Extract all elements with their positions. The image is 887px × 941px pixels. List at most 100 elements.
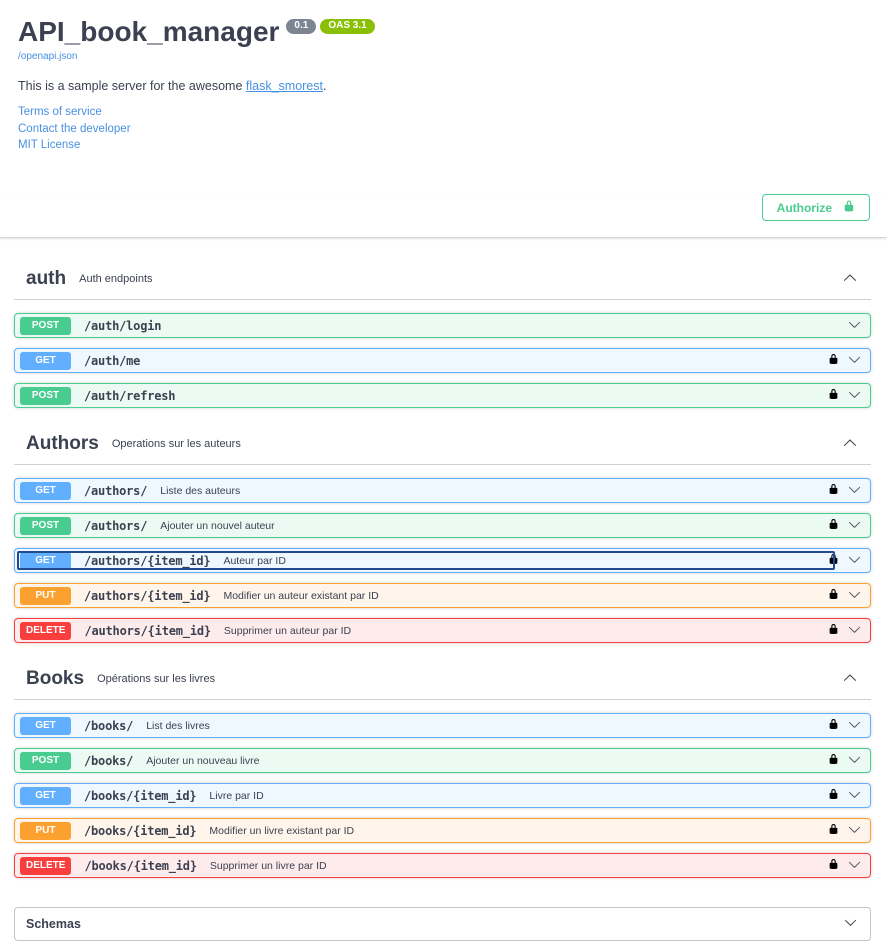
chevron-down-icon [848, 388, 861, 404]
auth-lock-button[interactable] [828, 822, 839, 839]
operation-row[interactable]: PUT /books/{item_id} Modifier un livre e… [14, 818, 871, 843]
section-description: Auth endpoints [79, 273, 153, 285]
schemas-section[interactable]: Schemas [14, 907, 871, 941]
expand-operation-button[interactable] [848, 858, 861, 874]
operation-row[interactable]: PUT /authors/{item_id} Modifier un auteu… [14, 583, 871, 608]
license-link[interactable]: MIT License [18, 139, 81, 151]
section-operations: GET /books/ List des livres POST /books/… [14, 713, 871, 878]
section-operations: GET /authors/ Liste des auteurs POST /au… [14, 478, 871, 643]
operation-path: /authors/{item_id} [84, 623, 211, 638]
operation-path: /books/ [84, 753, 134, 768]
operation-row[interactable]: POST /auth/refresh [14, 383, 871, 408]
section-operations: POST /auth/login GET /auth/me [14, 313, 871, 408]
operation-row[interactable]: DELETE /books/{item_id} Supprimer un liv… [14, 853, 871, 878]
unlocked-lock-icon [843, 199, 855, 216]
method-badge: GET [20, 351, 71, 370]
authorize-button[interactable]: Authorize [761, 194, 870, 221]
description-text: This is a sample server for the awesome [18, 79, 246, 93]
expand-operation-button[interactable] [848, 553, 861, 569]
operation-controls [828, 517, 861, 534]
method-badge: GET [20, 786, 71, 805]
chevron-down-icon [848, 588, 861, 604]
operation-summary: Liste des auteurs [160, 484, 241, 497]
flask-smorest-link[interactable]: flask_smorest [245, 79, 323, 93]
operation-path: /books/{item_id} [84, 823, 197, 838]
api-section-books: Books Opérations sur les livres GET /boo… [14, 662, 871, 878]
operation-summary: Modifier un auteur existant par ID [223, 589, 379, 602]
operation-row[interactable]: GET /authors/{item_id} Auteur par ID [14, 548, 871, 573]
openapi-spec-link[interactable]: /openapi.json [18, 51, 78, 62]
operation-controls [828, 482, 861, 499]
section-header[interactable]: Authors Operations sur les auteurs [14, 427, 871, 465]
operation-path: /authors/ [84, 518, 148, 533]
chevron-up-icon [843, 671, 857, 688]
operation-path: /books/{item_id} [84, 858, 197, 873]
section-title: auth [26, 268, 67, 289]
operation-row[interactable]: GET /auth/me [14, 348, 871, 373]
expand-operation-button[interactable] [848, 588, 861, 604]
expand-operation-button[interactable] [848, 353, 861, 369]
expand-operation-button[interactable] [848, 718, 861, 734]
expand-operation-button[interactable] [848, 788, 861, 804]
expand-operation-button[interactable] [848, 753, 861, 769]
collapse-section-button[interactable] [841, 269, 859, 290]
section-description: Opérations sur les livres [97, 673, 216, 685]
expand-operation-button[interactable] [848, 318, 861, 334]
method-badge: PUT [20, 821, 71, 840]
section-title: Authors [26, 433, 99, 454]
operation-row[interactable]: POST /authors/ Ajouter un nouvel auteur [14, 513, 871, 538]
auth-lock-button[interactable] [828, 787, 839, 804]
lock-icon [828, 387, 839, 404]
operation-row[interactable]: POST /auth/login [14, 313, 871, 338]
auth-lock-button[interactable] [828, 517, 839, 534]
expand-operation-button[interactable] [848, 388, 861, 404]
lock-icon [828, 587, 839, 604]
chevron-down-icon [848, 858, 861, 874]
auth-lock-button[interactable] [828, 717, 839, 734]
operation-row[interactable]: DELETE /authors/{item_id} Supprimer un a… [14, 618, 871, 643]
auth-lock-button[interactable] [828, 622, 839, 639]
collapse-section-button[interactable] [841, 669, 859, 690]
method-badge: GET [20, 716, 71, 735]
expand-operation-button[interactable] [848, 483, 861, 499]
method-badge: GET [20, 551, 71, 570]
auth-lock-button[interactable] [828, 587, 839, 604]
terms-of-service-link[interactable]: Terms of service [18, 106, 102, 118]
operation-summary: Supprimer un auteur par ID [223, 624, 352, 637]
operation-summary: Modifier un livre existant par ID [209, 824, 355, 837]
authorize-button-label: Authorize [776, 200, 832, 215]
operation-summary: Livre par ID [209, 789, 264, 802]
operation-summary: Ajouter un nouveau livre [146, 754, 260, 767]
api-section-auth: auth Auth endpoints POST /auth/login GET [14, 262, 871, 408]
method-badge: POST [20, 516, 71, 535]
expand-schemas-button[interactable] [842, 914, 859, 934]
operation-path: /authors/ [84, 483, 148, 498]
operation-controls [828, 552, 861, 569]
operation-row[interactable]: POST /books/ Ajouter un nouveau livre [14, 748, 871, 773]
auth-lock-button[interactable] [828, 387, 839, 404]
lock-icon [828, 482, 839, 499]
chevron-down-icon [848, 788, 861, 804]
method-badge: DELETE [20, 621, 72, 640]
operation-path: /authors/{item_id} [84, 553, 211, 568]
operation-row[interactable]: GET /books/ List des livres [14, 713, 871, 738]
contact-developer-link[interactable]: Contact the developer [18, 122, 131, 135]
expand-operation-button[interactable] [848, 823, 861, 839]
chevron-down-icon [848, 553, 861, 569]
section-header[interactable]: auth Auth endpoints [14, 262, 871, 300]
auth-lock-button[interactable] [828, 352, 839, 369]
section-header[interactable]: Books Opérations sur les livres [14, 662, 871, 700]
expand-operation-button[interactable] [848, 623, 861, 639]
operation-row[interactable]: GET /books/{item_id} Livre par ID [14, 783, 871, 808]
expand-operation-button[interactable] [848, 518, 861, 534]
auth-lock-button[interactable] [828, 552, 839, 569]
operation-row[interactable]: GET /authors/ Liste des auteurs [14, 478, 871, 503]
auth-lock-button[interactable] [828, 482, 839, 499]
auth-lock-button[interactable] [828, 857, 839, 874]
description-period: . [322, 79, 327, 93]
auth-lock-button[interactable] [828, 752, 839, 769]
version-badge: 0.1 [286, 19, 317, 34]
chevron-down-icon [848, 753, 861, 769]
operation-path: /auth/refresh [84, 388, 176, 403]
collapse-section-button[interactable] [841, 434, 859, 455]
